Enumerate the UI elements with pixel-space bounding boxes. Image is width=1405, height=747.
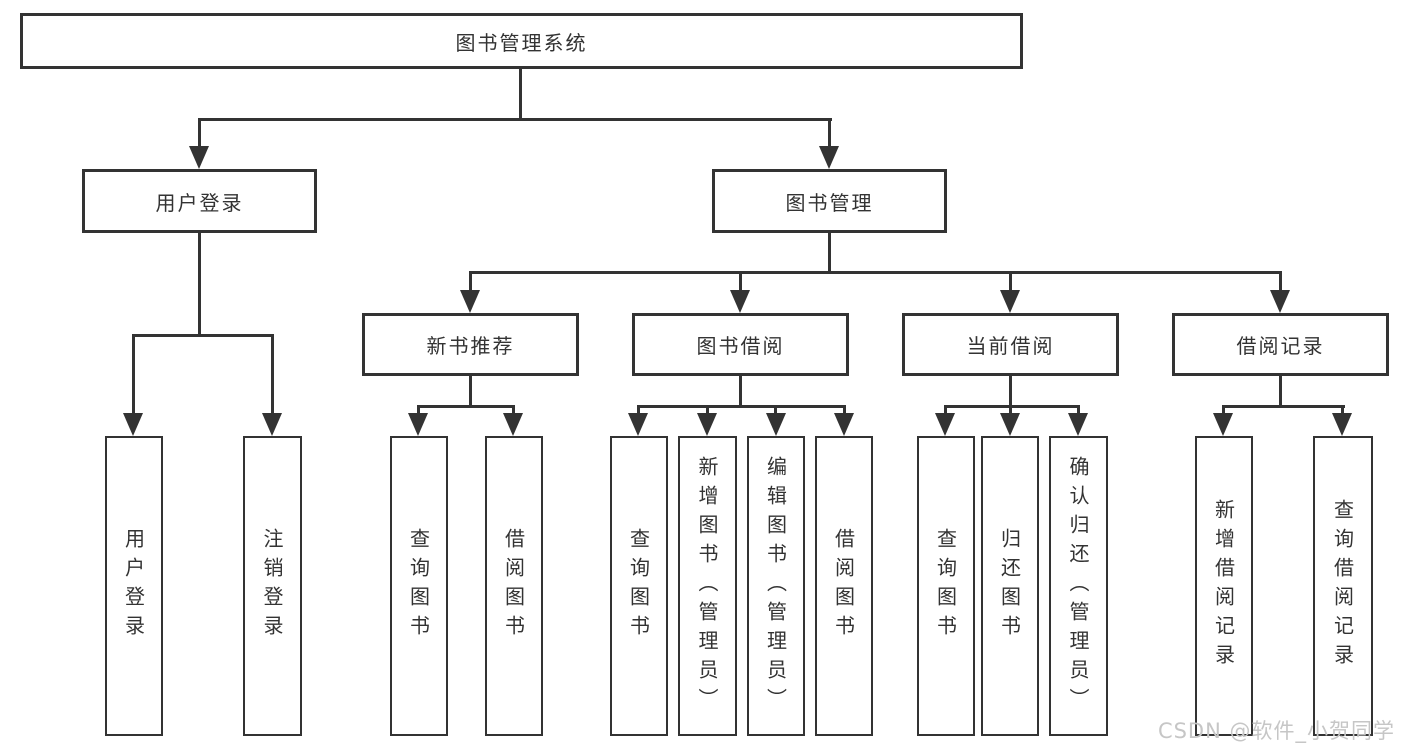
node-current-borrowing: 当前借阅 (902, 313, 1119, 376)
leaf-user-login: 用户登录 (105, 436, 163, 736)
connector-line (417, 405, 515, 408)
leaf-query-books-recommend: 查询图书 (390, 436, 448, 736)
connector-line (469, 376, 472, 408)
connector-line (828, 118, 831, 149)
connector-line (1009, 405, 1012, 416)
connector-line (198, 233, 201, 336)
connector-line (944, 405, 947, 416)
arrowhead-down-icon (834, 413, 854, 436)
arrowhead-down-icon (408, 413, 428, 436)
leaf-add-borrow-record: 新增借阅记录 (1195, 436, 1253, 736)
arrowhead-down-icon (730, 290, 750, 313)
connector-line (1279, 376, 1282, 408)
connector-line (706, 405, 709, 416)
connector-line (1009, 376, 1012, 408)
connector-line (519, 69, 522, 121)
connector-line (271, 334, 274, 415)
connector-line (944, 405, 1080, 408)
node-new-book-recommend: 新书推荐 (362, 313, 579, 376)
connector-line (1222, 405, 1225, 416)
connector-line (739, 376, 742, 408)
connector-line (469, 271, 472, 292)
connector-line (637, 405, 846, 408)
connector-line (843, 405, 846, 416)
connector-line (198, 118, 832, 121)
arrowhead-down-icon (766, 413, 786, 436)
arrowhead-down-icon (935, 413, 955, 436)
connector-line (1222, 405, 1345, 408)
leaf-borrow-books: 借阅图书 (815, 436, 873, 736)
arrowhead-down-icon (628, 413, 648, 436)
leaf-query-books-borrow: 查询图书 (610, 436, 668, 736)
arrowhead-down-icon (819, 146, 839, 169)
leaf-add-books-admin: 新增图书（管理员） (678, 436, 737, 736)
connector-line (774, 405, 777, 416)
arrowhead-down-icon (1270, 290, 1290, 313)
connector-line (828, 233, 831, 274)
leaf-logout: 注销登录 (243, 436, 302, 736)
leaf-query-borrow-record: 查询借阅记录 (1313, 436, 1373, 736)
connector-line (1279, 271, 1282, 292)
arrowhead-down-icon (123, 413, 143, 436)
connector-line (132, 334, 135, 415)
connector-line (637, 405, 640, 416)
arrowhead-down-icon (262, 413, 282, 436)
connector-line (1009, 271, 1012, 292)
connector-line (417, 405, 420, 416)
connector-line (469, 271, 1282, 274)
csdn-watermark: CSDN @软件_小贺同学 (1157, 719, 1395, 743)
connector-line (198, 118, 201, 149)
arrowhead-down-icon (460, 290, 480, 313)
leaf-borrow-books-recommend: 借阅图书 (485, 436, 543, 736)
arrowhead-down-icon (1213, 413, 1233, 436)
arrowhead-down-icon (1332, 413, 1352, 436)
connector-line (512, 405, 515, 416)
leaf-return-books: 归还图书 (981, 436, 1039, 736)
arrowhead-down-icon (503, 413, 523, 436)
node-root: 图书管理系统 (20, 13, 1023, 69)
connector-line (739, 271, 742, 292)
arrowhead-down-icon (1000, 413, 1020, 436)
connector-line (1077, 405, 1080, 416)
arrowhead-down-icon (1000, 290, 1020, 313)
arrowhead-down-icon (189, 146, 209, 169)
arrowhead-down-icon (1068, 413, 1088, 436)
leaf-edit-books-admin: 编辑图书（管理员） (747, 436, 805, 736)
node-user-login: 用户登录 (82, 169, 317, 233)
leaf-confirm-return-admin: 确认归还（管理员） (1049, 436, 1108, 736)
arrowhead-down-icon (697, 413, 717, 436)
leaf-query-books-current: 查询图书 (917, 436, 975, 736)
connector-line (132, 334, 274, 337)
connector-line (1341, 405, 1344, 416)
node-book-management: 图书管理 (712, 169, 947, 233)
node-book-borrowing: 图书借阅 (632, 313, 849, 376)
node-borrowing-records: 借阅记录 (1172, 313, 1389, 376)
